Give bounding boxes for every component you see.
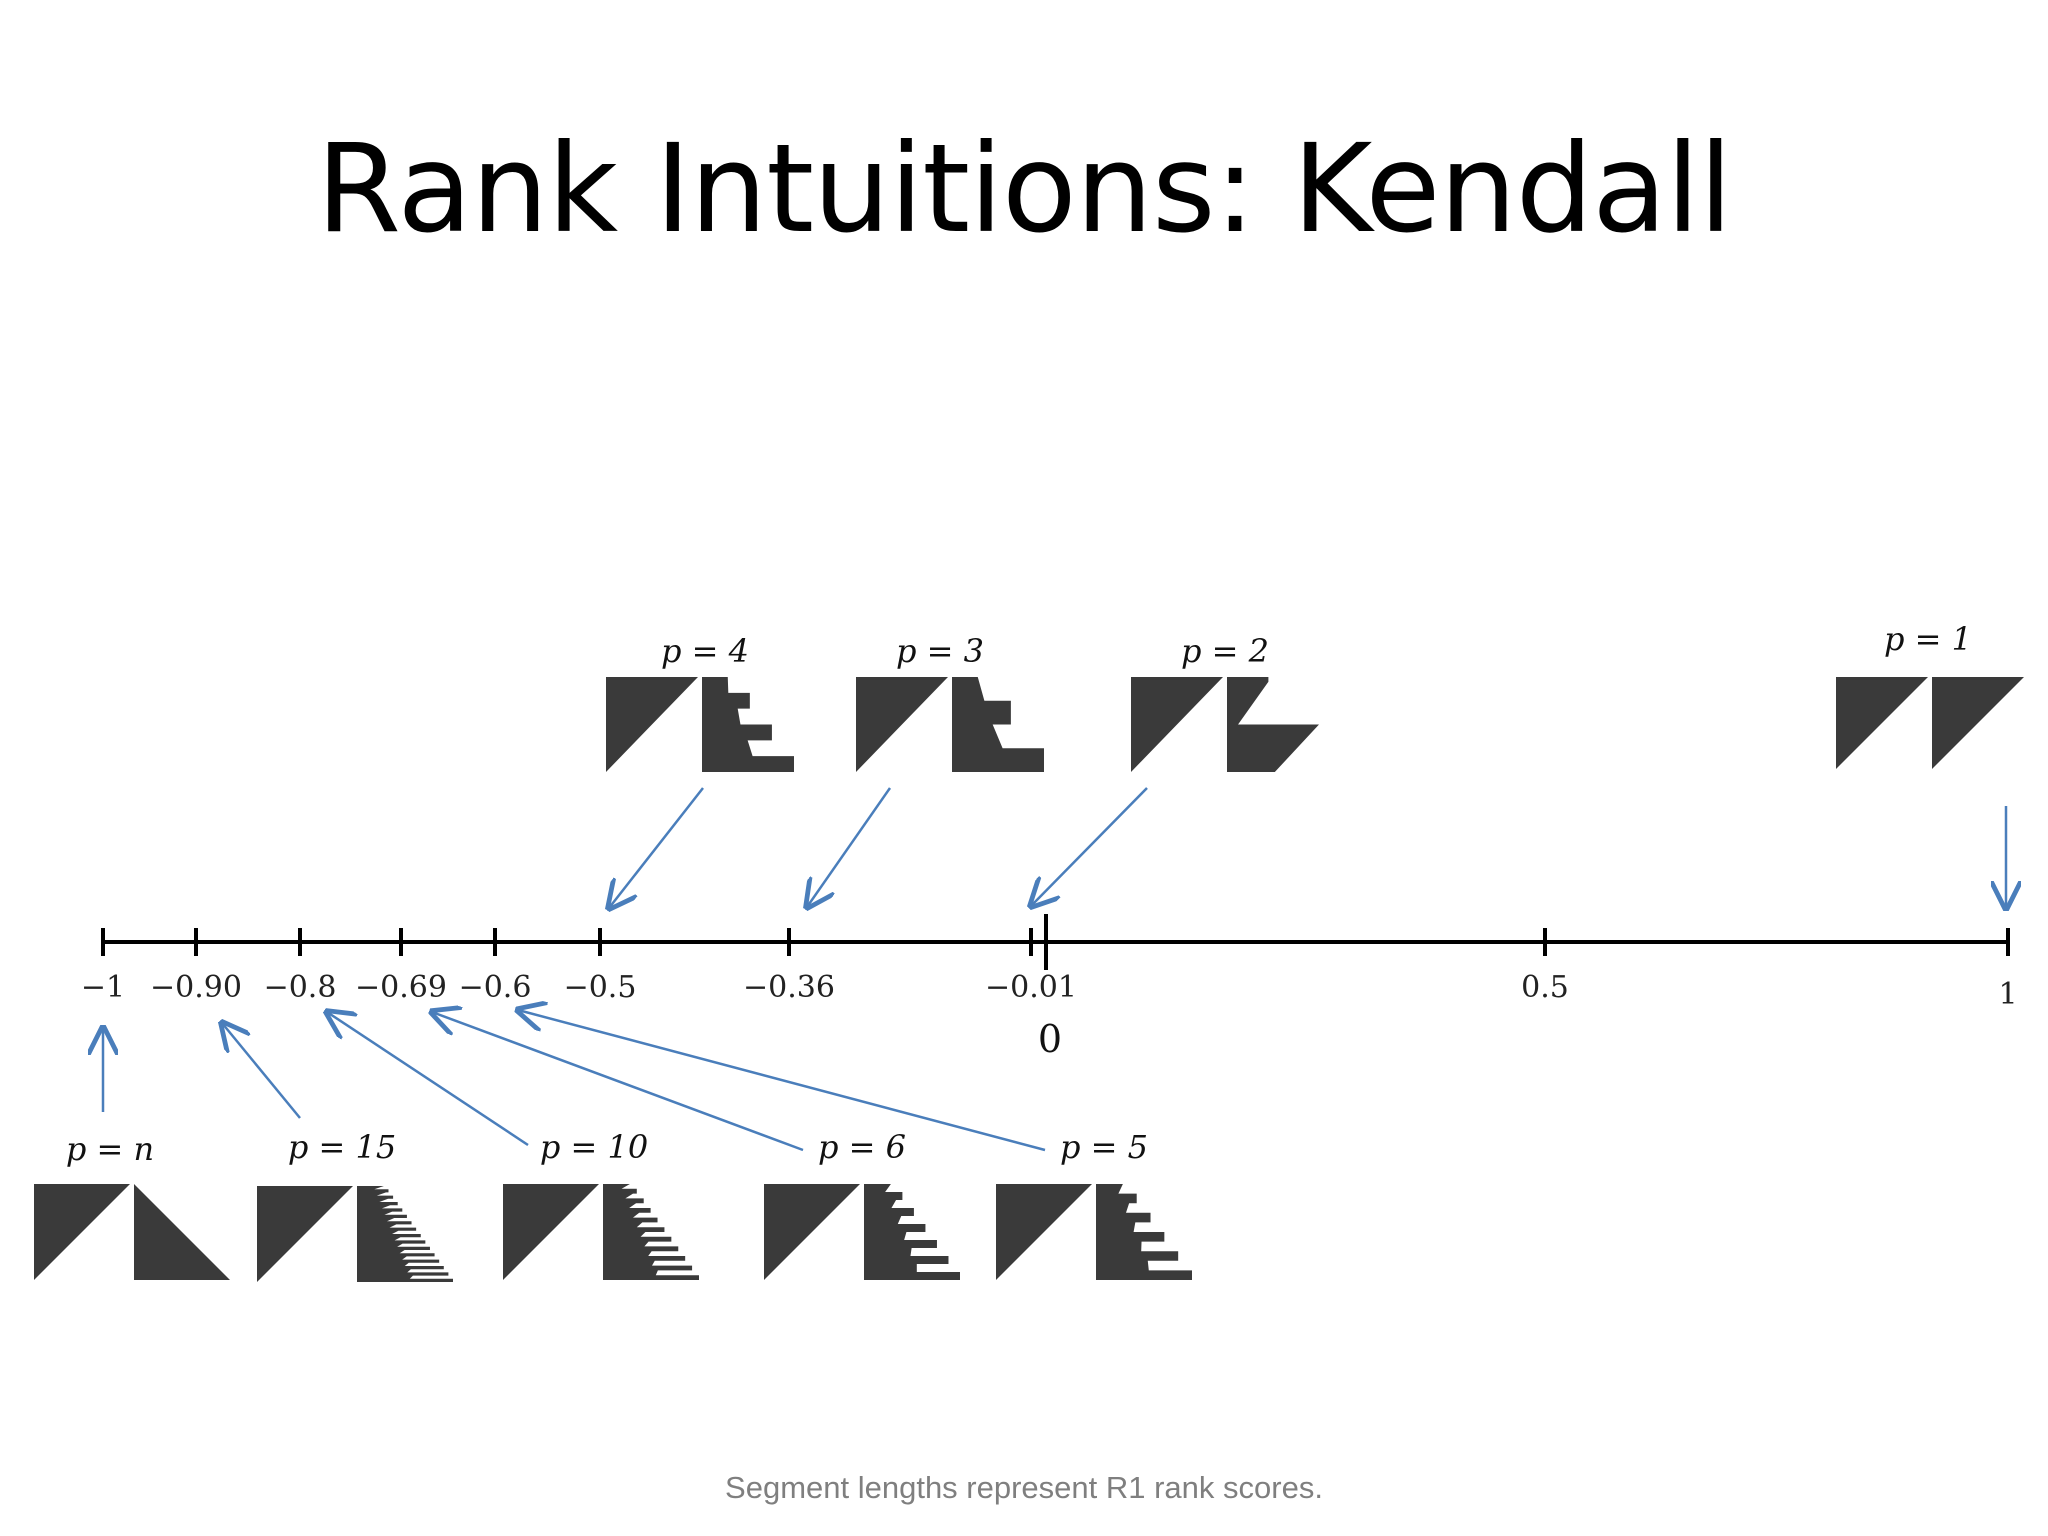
rank-triangle-left bbox=[996, 1184, 1092, 1280]
zero-label: 0 bbox=[1038, 1017, 1062, 1061]
p-label: p = 1 bbox=[1884, 620, 1972, 658]
rank-triangle-left bbox=[856, 677, 948, 772]
p-label: p = 3 bbox=[896, 632, 984, 670]
rank-triangle-left bbox=[764, 1184, 860, 1280]
tick-label: 0.5 bbox=[1521, 970, 1569, 1005]
rank-shape-right bbox=[952, 677, 1044, 772]
rank-triangle-left bbox=[34, 1184, 130, 1280]
rank-triangle-left bbox=[1131, 677, 1223, 772]
rank-shape-right bbox=[357, 1186, 453, 1282]
pointer-arrow bbox=[432, 1012, 804, 1152]
permutation-example: p = 1 bbox=[1836, 620, 2024, 769]
permutation-example: p = 5 bbox=[996, 1128, 1192, 1280]
p-label: p = 15 bbox=[288, 1128, 396, 1166]
permutation-example: p = 2 bbox=[1131, 632, 1319, 772]
p-label: p = n bbox=[66, 1130, 154, 1168]
tick-label: −0.6 bbox=[459, 970, 532, 1005]
tick-label: −1 bbox=[81, 970, 125, 1005]
slide-caption: Segment lengths represent R1 rank scores… bbox=[725, 1470, 1323, 1505]
permutation-example: p = n bbox=[34, 1130, 230, 1280]
rank-shape-right bbox=[702, 677, 794, 772]
number-line: −1 −0.90 −0.8 −0.69 −0.6 −0.5 −0.36 −0.01 0.5 1 0 bbox=[81, 914, 2018, 1061]
tick-label: 1 bbox=[1998, 977, 2017, 1012]
rank-shape-right bbox=[864, 1184, 960, 1280]
rank-triangle-left bbox=[606, 677, 698, 772]
pointer-arrow bbox=[609, 787, 704, 908]
pointer-arrow bbox=[518, 1010, 1046, 1152]
pointer-arrow bbox=[1031, 787, 1148, 906]
p-label: p = 4 bbox=[661, 632, 749, 670]
pointer-arrow bbox=[327, 1012, 529, 1147]
permutation-example: p = 15 bbox=[257, 1128, 453, 1282]
rank-shape-right bbox=[1096, 1184, 1192, 1280]
permutation-example: p = 4 bbox=[606, 632, 794, 772]
tick-label: −0.90 bbox=[150, 970, 242, 1005]
rank-shape-right bbox=[134, 1184, 230, 1280]
pointer-arrow bbox=[222, 1023, 301, 1119]
pointer-arrow bbox=[807, 787, 892, 907]
rank-shape-right bbox=[1932, 677, 2024, 769]
p-label: p = 10 bbox=[540, 1128, 648, 1166]
permutation-example: p = 6 bbox=[764, 1128, 960, 1280]
tick-label: −0.36 bbox=[743, 970, 835, 1005]
rank-shape-right bbox=[1227, 677, 1319, 772]
rank-triangle-left bbox=[257, 1186, 353, 1282]
permutation-example: p = 3 bbox=[856, 632, 1044, 772]
rank-shape-right bbox=[603, 1184, 699, 1280]
rank-triangle-left bbox=[1836, 677, 1928, 769]
tick-label: −0.8 bbox=[264, 970, 337, 1005]
tick-label: −0.69 bbox=[355, 970, 447, 1005]
p-label: p = 6 bbox=[818, 1128, 906, 1166]
p-label: p = 2 bbox=[1181, 632, 1269, 670]
permutation-examples: p = 4 p = 3 p = 2 p = 1 p = n p = 15 p = 10 p =… bbox=[34, 620, 2024, 1282]
tick-label: −0.5 bbox=[564, 970, 637, 1005]
permutation-example: p = 10 bbox=[503, 1128, 699, 1280]
slide-title: Rank Intuitions: Kendall bbox=[316, 118, 1732, 260]
tick-label: −0.01 bbox=[985, 970, 1077, 1005]
rank-triangle-left bbox=[503, 1184, 599, 1280]
p-label: p = 5 bbox=[1060, 1128, 1148, 1166]
